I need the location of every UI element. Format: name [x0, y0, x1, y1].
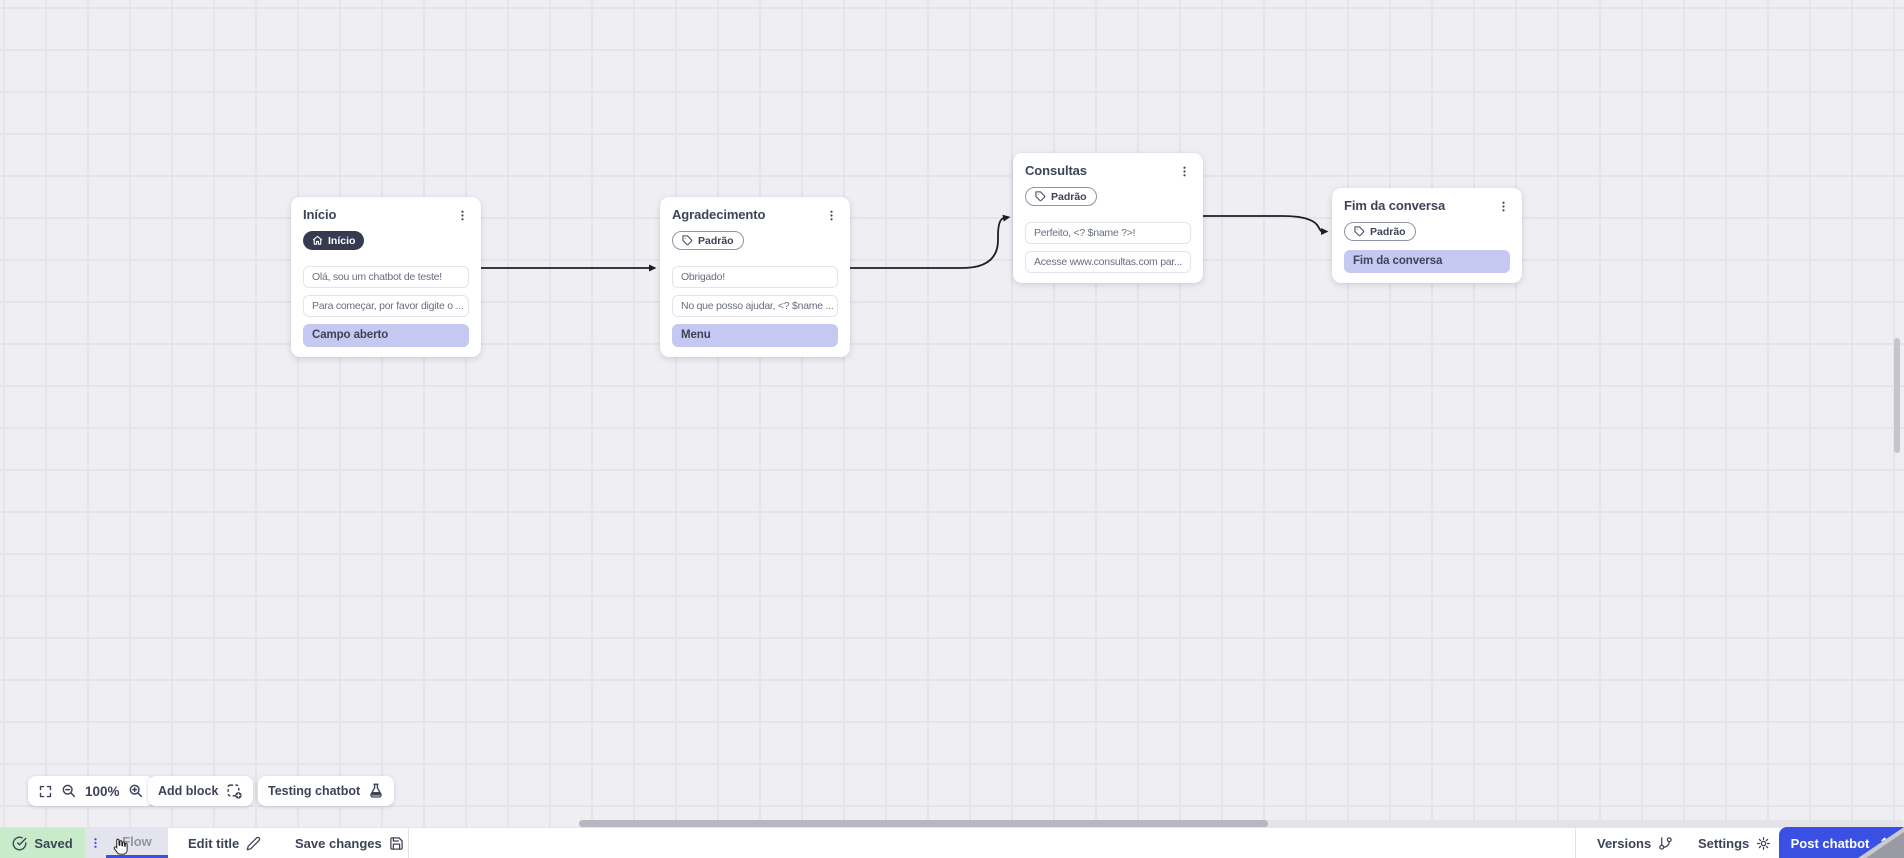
flask-icon: [368, 783, 384, 799]
action-button-fim[interactable]: Fim da conversa: [1344, 250, 1510, 273]
gear-icon: [1757, 836, 1771, 850]
screen-corner-fold: [1866, 832, 1904, 858]
message-bubble[interactable]: Para começar, por favor digite o ...: [303, 295, 469, 317]
flow-menu-button[interactable]: [85, 828, 106, 858]
tag-badge: Padrão: [1025, 187, 1097, 206]
vertical-scrollbar-thumb[interactable]: [1894, 338, 1900, 453]
testing-chatbot-button[interactable]: Testing chatbot: [258, 776, 395, 806]
node-menu-icon[interactable]: [1177, 163, 1191, 179]
tag-badge: Padrão: [1344, 222, 1416, 241]
versions-button[interactable]: Versions: [1597, 828, 1673, 858]
message-bubble[interactable]: Perfeito, <? $name ?>!: [1025, 222, 1191, 244]
node-menu-icon[interactable]: [1496, 198, 1510, 214]
check-circle-icon: [12, 836, 27, 850]
add-block-icon: [226, 783, 243, 800]
edit-title-button[interactable]: Edit title: [188, 828, 261, 858]
divider: [1575, 828, 1576, 858]
add-block-button[interactable]: Add block: [148, 776, 254, 806]
divider: [408, 828, 409, 858]
zoom-out-icon[interactable]: [61, 783, 77, 799]
connections-layer: [481, 214, 1329, 272]
zoom-in-icon[interactable]: [128, 783, 144, 799]
node-title: Início: [303, 207, 337, 222]
tag-icon: [1035, 191, 1046, 202]
settings-button[interactable]: Settings: [1698, 828, 1771, 858]
node-consultas[interactable]: Consultas Padrão Perfeito, <? $name ?>! …: [1013, 153, 1203, 283]
home-icon: [312, 235, 323, 245]
git-branch-icon: [1659, 836, 1672, 850]
message-bubble[interactable]: Olá, sou um chatbot de teste!: [303, 266, 469, 288]
fullscreen-icon[interactable]: [38, 784, 53, 799]
saved-status-badge: Saved: [0, 828, 85, 858]
three-dots-icon: [94, 838, 97, 848]
tag-badge: Padrão: [672, 231, 744, 250]
flow-canvas[interactable]: Início Início Olá, sou um chatbot de tes…: [0, 0, 1904, 827]
message-bubble[interactable]: Acesse www.consultas.com par...: [1025, 251, 1191, 273]
node-title: Agradecimento: [672, 207, 766, 222]
message-bubble[interactable]: Obrigado!: [672, 266, 838, 288]
floppy-icon: [389, 836, 403, 850]
status-bar: Saved Flow Edit title Save changes Versi…: [0, 827, 1904, 858]
connection-agradecimento-consultas[interactable]: [850, 214, 1011, 269]
pencil-icon: [246, 836, 261, 850]
connection-consultas-fim[interactable]: [1203, 215, 1329, 235]
save-changes-button[interactable]: Save changes: [295, 828, 404, 858]
zoom-level: 100%: [85, 783, 120, 799]
start-badge: Início: [303, 231, 365, 250]
tag-icon: [1354, 226, 1365, 237]
node-menu-icon[interactable]: [455, 207, 469, 223]
tag-icon: [682, 235, 693, 246]
node-inicio[interactable]: Início Início Olá, sou um chatbot de tes…: [291, 197, 481, 357]
zoom-controls: 100%: [28, 776, 154, 806]
action-button-menu[interactable]: Menu: [672, 324, 838, 347]
action-button-campo-aberto[interactable]: Campo aberto: [303, 324, 469, 347]
node-menu-icon[interactable]: [824, 207, 838, 223]
node-title: Fim da conversa: [1344, 198, 1446, 213]
node-agradecimento[interactable]: Agradecimento Padrão Obrigado! No que po…: [660, 197, 850, 357]
horizontal-scrollbar-thumb[interactable]: [579, 820, 1268, 827]
tab-flow[interactable]: Flow: [106, 828, 168, 858]
horizontal-scrollbar-track[interactable]: [579, 820, 1904, 827]
message-bubble[interactable]: No que posso ajudar, <? $name ...: [672, 295, 838, 317]
node-fim-da-conversa[interactable]: Fim da conversa Padrão Fim da conversa: [1332, 188, 1522, 283]
node-title: Consultas: [1025, 163, 1087, 178]
